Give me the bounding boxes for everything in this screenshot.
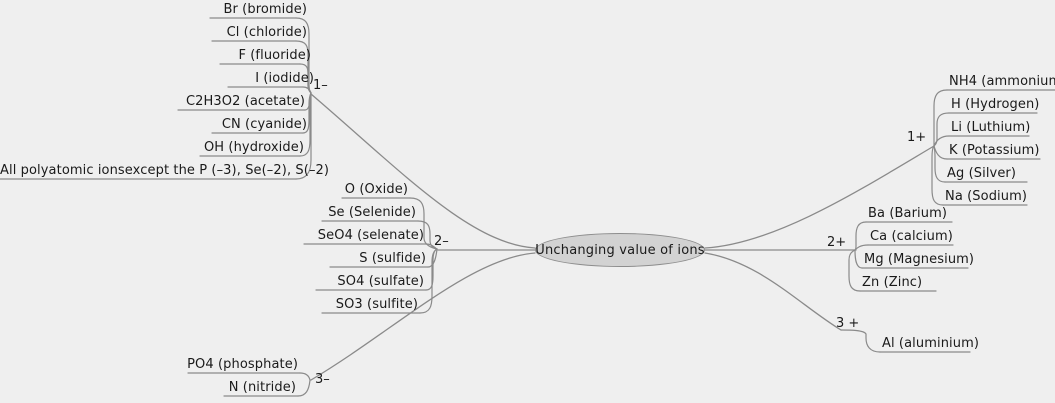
elbow-na — [931, 145, 944, 206]
leaf-h[interactable]: H (Hydrogen) — [951, 97, 1040, 112]
branch-label-three-plus[interactable]: 3 + — [836, 316, 860, 331]
leaf-s[interactable]: S (sulfide) — [359, 251, 426, 266]
leaf-ag[interactable]: Ag (Silver) — [947, 166, 1017, 181]
elbow-s — [427, 248, 438, 268]
branch-label-two-plus[interactable]: 2+ — [827, 235, 847, 250]
leaf-al[interactable]: Al (aluminium) — [882, 336, 980, 351]
elbow-po4 — [299, 372, 311, 381]
leaf-zn[interactable]: Zn (Zinc) — [862, 275, 923, 290]
elbow-li — [933, 135, 950, 147]
elbow-i — [302, 86, 312, 94]
trunk-three-minus — [310, 252, 536, 381]
leaf-seo4[interactable]: SeO4 (selenate) — [317, 228, 424, 243]
leaf-cn[interactable]: CN (cyanide) — [221, 117, 307, 132]
elbow-c2h3o2 — [304, 92, 312, 111]
leaf-oh[interactable]: OH (hydroxide) — [203, 140, 304, 155]
leaf-ba[interactable]: Ba (Barium) — [868, 206, 948, 221]
leaf-so3[interactable]: SO3 (sulfite) — [335, 297, 418, 312]
leaf-se[interactable]: Se (Selenide) — [328, 205, 416, 220]
leaf-cl[interactable]: Cl (chloride) — [226, 25, 307, 40]
leaf-n[interactable]: N (nitride) — [228, 380, 296, 395]
leaf-i[interactable]: I (iodide) — [255, 71, 314, 86]
elbow-k — [933, 145, 948, 160]
leaf-o[interactable]: O (Oxide) — [344, 182, 408, 197]
central-node[interactable]: Unchanging value of ions — [535, 233, 705, 267]
elbow-so4 — [425, 248, 438, 291]
leaf-c2h3o2[interactable]: C2H3O2 (acetate) — [185, 94, 305, 109]
leaf-ca[interactable]: Ca (calcium) — [870, 229, 953, 244]
branch-label-one-minus[interactable]: 1– — [313, 78, 328, 93]
leaf-li[interactable]: Li (Luthium) — [951, 120, 1031, 135]
elbow-ca — [854, 244, 869, 251]
elbow-zn — [848, 249, 861, 292]
leaf-mg[interactable]: Mg (Magnesium) — [864, 252, 975, 267]
trunk-one-minus — [310, 93, 536, 249]
leaf-na[interactable]: Na (Sodium) — [945, 189, 1028, 204]
elbow-mg — [854, 249, 863, 269]
branch-label-one-plus[interactable]: 1+ — [907, 130, 927, 145]
trunk-three-plus — [704, 252, 842, 331]
elbow-n — [297, 379, 311, 397]
central-node-label: Unchanging value of ions — [535, 242, 705, 258]
elbow-nh4 — [933, 89, 948, 147]
leaf-k[interactable]: K (Potassium) — [949, 143, 1040, 158]
leaf-br[interactable]: Br (bromide) — [223, 2, 307, 17]
leaf-f[interactable]: F (fluoride) — [238, 48, 311, 63]
elbow-ba — [854, 221, 867, 251]
leaf-nh4[interactable]: NH4 (ammonium) — [949, 74, 1055, 89]
leaf-so4[interactable]: SO4 (sulfate) — [337, 274, 424, 289]
leaf-po4[interactable]: PO4 (phosphate) — [187, 357, 298, 372]
branch-label-three-minus[interactable]: 3– — [315, 372, 330, 387]
branch-label-two-minus[interactable]: 2– — [434, 234, 449, 249]
elbow-al — [840, 329, 881, 353]
elbow-ag — [933, 145, 946, 183]
elbow-h — [933, 112, 950, 147]
leaf-polyatomic[interactable]: All polyatomic ionsexcept the P (–3), Se… — [0, 163, 330, 178]
